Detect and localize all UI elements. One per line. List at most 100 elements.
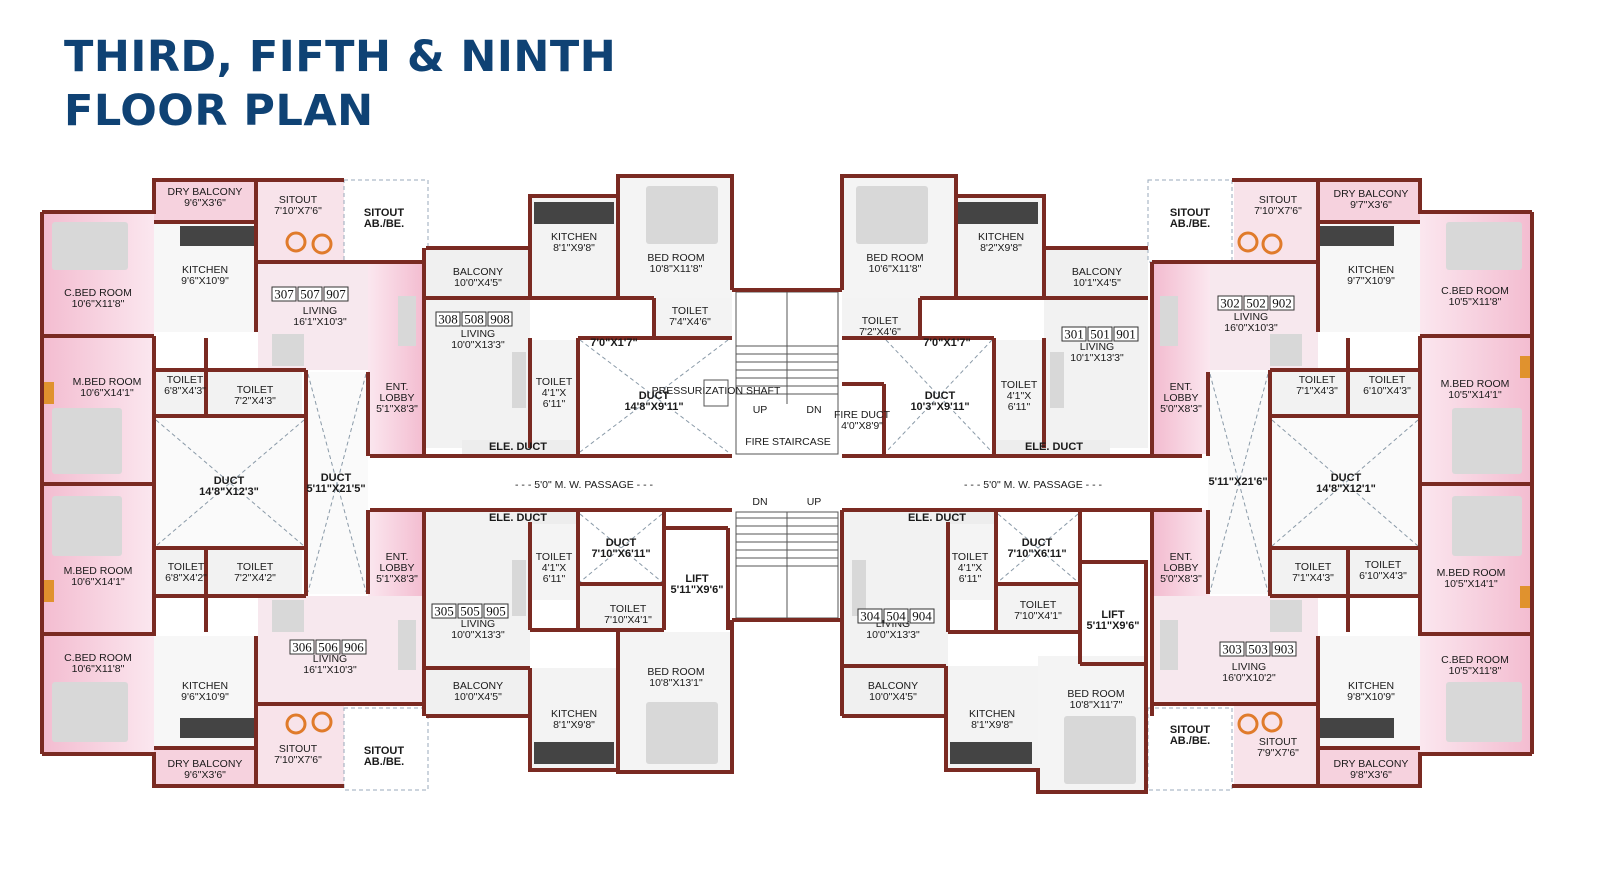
svg-text:308: 308 — [438, 312, 458, 327]
bed-icon — [646, 186, 718, 244]
svg-text:307: 307 — [274, 287, 294, 302]
sofa-icon — [398, 620, 416, 670]
walls — [40, 174, 1534, 794]
duct-crosses — [155, 339, 1419, 593]
sofa-icon — [1160, 296, 1178, 346]
room-label-r29: 7'0"X1'7" — [590, 337, 637, 349]
kitchen-counter-icon — [950, 742, 1032, 764]
svg-text:905: 905 — [486, 604, 506, 619]
sitout-chair-icon — [311, 233, 333, 255]
furniture-layer — [42, 186, 1532, 784]
bed-icon — [52, 682, 128, 742]
svg-text:501: 501 — [1090, 327, 1110, 342]
dining-table-icon — [1270, 600, 1302, 632]
kitchen-counter-icon — [1320, 226, 1394, 246]
side-table-icon — [42, 580, 54, 602]
svg-text:306: 306 — [292, 640, 312, 655]
side-table-icon — [1520, 586, 1532, 608]
stair-down-label-bottom: DN — [752, 496, 767, 508]
plan-title-line-2: FLOOR PLAN — [64, 86, 374, 136]
bed-icon — [1446, 682, 1522, 742]
svg-text:305: 305 — [434, 604, 454, 619]
sitout-chair-icon — [1261, 711, 1283, 733]
svg-text:901: 901 — [1116, 327, 1136, 342]
kitchen-counter-icon — [180, 718, 254, 738]
dining-table-icon — [272, 600, 304, 632]
svg-text:304: 304 — [860, 609, 880, 624]
room-label-r31: ELE. DUCT — [489, 441, 547, 453]
bed-icon — [52, 222, 128, 270]
svg-text:505: 505 — [460, 604, 480, 619]
svg-text:904: 904 — [912, 609, 932, 624]
svg-text:902: 902 — [1272, 296, 1292, 311]
kitchen-counter-icon — [1320, 718, 1394, 738]
passage-label-right: - - - 5'0" M. W. PASSAGE - - - — [964, 479, 1102, 491]
unit-number-u305: 305 505 905 — [431, 603, 509, 619]
svg-text:508: 508 — [464, 312, 484, 327]
bed-icon — [646, 702, 718, 764]
svg-text:302: 302 — [1220, 296, 1240, 311]
sitout-chair-icon — [285, 713, 307, 735]
room-label-r51: ELE. DUCT — [908, 512, 966, 524]
side-table-icon — [1520, 356, 1532, 378]
bed-icon — [1064, 716, 1136, 784]
svg-text:503: 503 — [1248, 642, 1268, 657]
side-table-icon — [42, 382, 54, 404]
kitchen-counter-icon — [180, 226, 254, 246]
sofa-icon — [398, 296, 416, 346]
bed-icon — [856, 186, 928, 244]
svg-text:907: 907 — [326, 287, 346, 302]
bed-icon — [1452, 496, 1522, 556]
